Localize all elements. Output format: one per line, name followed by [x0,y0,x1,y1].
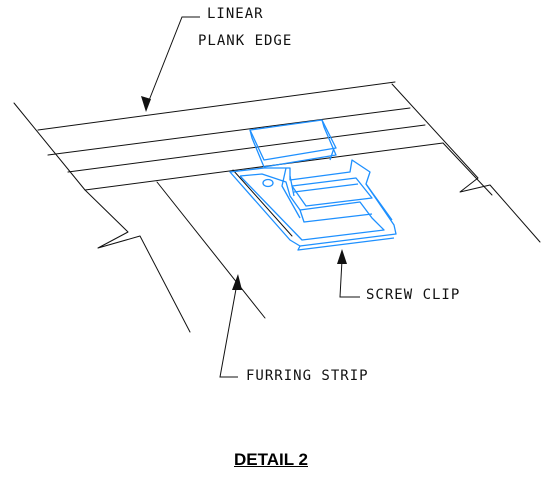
label-plank-edge: PLANK EDGE [198,33,293,49]
furring-line-2 [232,169,293,237]
leader-linear [145,16,200,109]
furring-line-1 [156,181,266,319]
label-furring-strip: FURRING STRIP [246,368,369,384]
leader-screw-clip [339,259,360,298]
label-linear: LINEAR [207,6,264,22]
detail-title: DETAIL 2 [234,450,308,469]
label-screw-clip: SCREW CLIP [366,287,461,303]
plank-line-3 [67,124,426,173]
plank-line-2 [47,107,411,156]
plank-line-1 [37,81,396,131]
arrowhead-screw-clip [337,249,347,264]
arrowhead-furring [232,274,242,290]
leader-furring [219,277,239,378]
right-edge-upper [391,83,541,243]
left-edge-upper [13,102,86,191]
screw-clip-shape [229,119,397,251]
arrowhead-linear [141,96,151,112]
right-edge-lower [442,142,493,196]
left-edge-lower [84,189,191,333]
